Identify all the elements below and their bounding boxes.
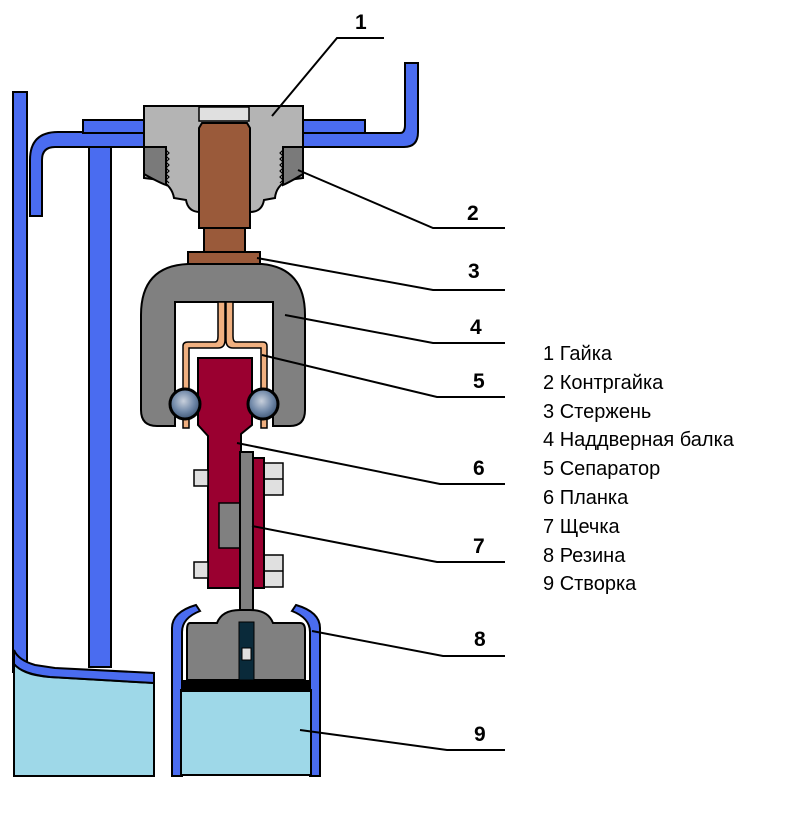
bolts	[193, 462, 284, 588]
legend-label: Гайка	[559, 343, 613, 365]
legend-item: 6 Планка	[543, 484, 734, 513]
legend-item: 1 Гайка	[543, 340, 734, 369]
callout-2: 2	[467, 202, 479, 225]
leader-5	[261, 354, 505, 398]
rod-neck	[203, 227, 246, 254]
leader-3	[256, 257, 505, 291]
legend-item: 5 Сепаратор	[543, 455, 734, 484]
inner-post	[88, 146, 112, 668]
legend-number: 3	[543, 400, 555, 423]
door-leaf-fill	[180, 689, 312, 776]
leader-4	[284, 314, 505, 344]
legend-label: Контргайка	[559, 371, 664, 394]
ball-right	[246, 387, 280, 421]
cheek-insert	[218, 502, 242, 549]
door-beam	[140, 263, 306, 427]
bolt-upper-head	[263, 462, 284, 496]
cheek	[252, 457, 265, 589]
callout-9: 9	[474, 723, 486, 746]
callout-numbers: 1 2 3 4 5 6 7 8 9	[355, 11, 486, 746]
legend-number: 8	[543, 544, 555, 567]
legend-number: 1	[543, 343, 555, 365]
legend-item: 4 Наддверная балка	[543, 426, 734, 455]
left-leaf-edge	[13, 649, 155, 685]
left-frame	[12, 91, 169, 673]
left-door-leaf	[13, 649, 155, 777]
leader-6	[236, 442, 505, 485]
leader-2	[297, 169, 505, 229]
lock-nut-right	[282, 146, 304, 187]
legend-label: Планка	[559, 486, 629, 509]
rod	[187, 122, 261, 267]
legend-label: Щечка	[559, 515, 620, 538]
callout-3: 3	[468, 260, 480, 283]
door-leaf-frame	[171, 603, 202, 777]
callout-8: 8	[474, 628, 486, 651]
strap-slot	[241, 647, 252, 661]
thread-right	[279, 149, 284, 184]
bolt-lower-head	[263, 554, 284, 588]
door-leaf-frame-right	[290, 603, 321, 777]
legend-number: 6	[543, 486, 555, 509]
leader-1	[271, 37, 384, 117]
legend-number: 4	[543, 429, 555, 452]
ball-left	[168, 387, 202, 421]
legend-label: Наддверная балка	[559, 429, 734, 452]
rod-upper	[198, 122, 251, 229]
nut-hole	[198, 106, 250, 122]
legend-number: 9	[543, 573, 555, 596]
legend-number: 5	[543, 458, 555, 481]
leader-8	[311, 630, 505, 657]
bolt-upper-shank	[193, 469, 209, 487]
legend-item: 2 Контргайка	[543, 369, 734, 398]
legend-label: Стержень	[559, 400, 652, 423]
legend-number: 7	[543, 515, 555, 538]
leader-7	[251, 525, 505, 563]
leader-lines	[236, 37, 505, 751]
callout-4: 4	[470, 316, 482, 339]
legend-item: 7 Щечка	[543, 513, 734, 542]
callout-5: 5	[473, 370, 485, 393]
parts-legend: 1 Гайка 2 Контргайка 3 Стержень 4 Наддве…	[543, 340, 734, 599]
door-leaf	[171, 603, 321, 777]
lock-nut-left	[143, 146, 167, 187]
legend-number: 2	[543, 371, 555, 394]
legend-label: Сепаратор	[559, 458, 661, 481]
bolt-lower-shank	[193, 561, 209, 579]
legend-label: Резина	[559, 544, 626, 567]
outer-wall-strip	[12, 91, 28, 673]
callout-1: 1	[355, 11, 367, 34]
legend-item: 8 Резина	[543, 542, 734, 571]
callout-6: 6	[473, 457, 485, 480]
legend-item: 9 Створка	[543, 570, 734, 599]
rubber-band	[181, 680, 311, 692]
legend-item: 3 Стержень	[543, 398, 734, 427]
callout-7: 7	[473, 535, 485, 558]
leader-9	[299, 729, 505, 751]
thread-left	[165, 149, 170, 184]
legend-label: Створка	[559, 573, 637, 596]
